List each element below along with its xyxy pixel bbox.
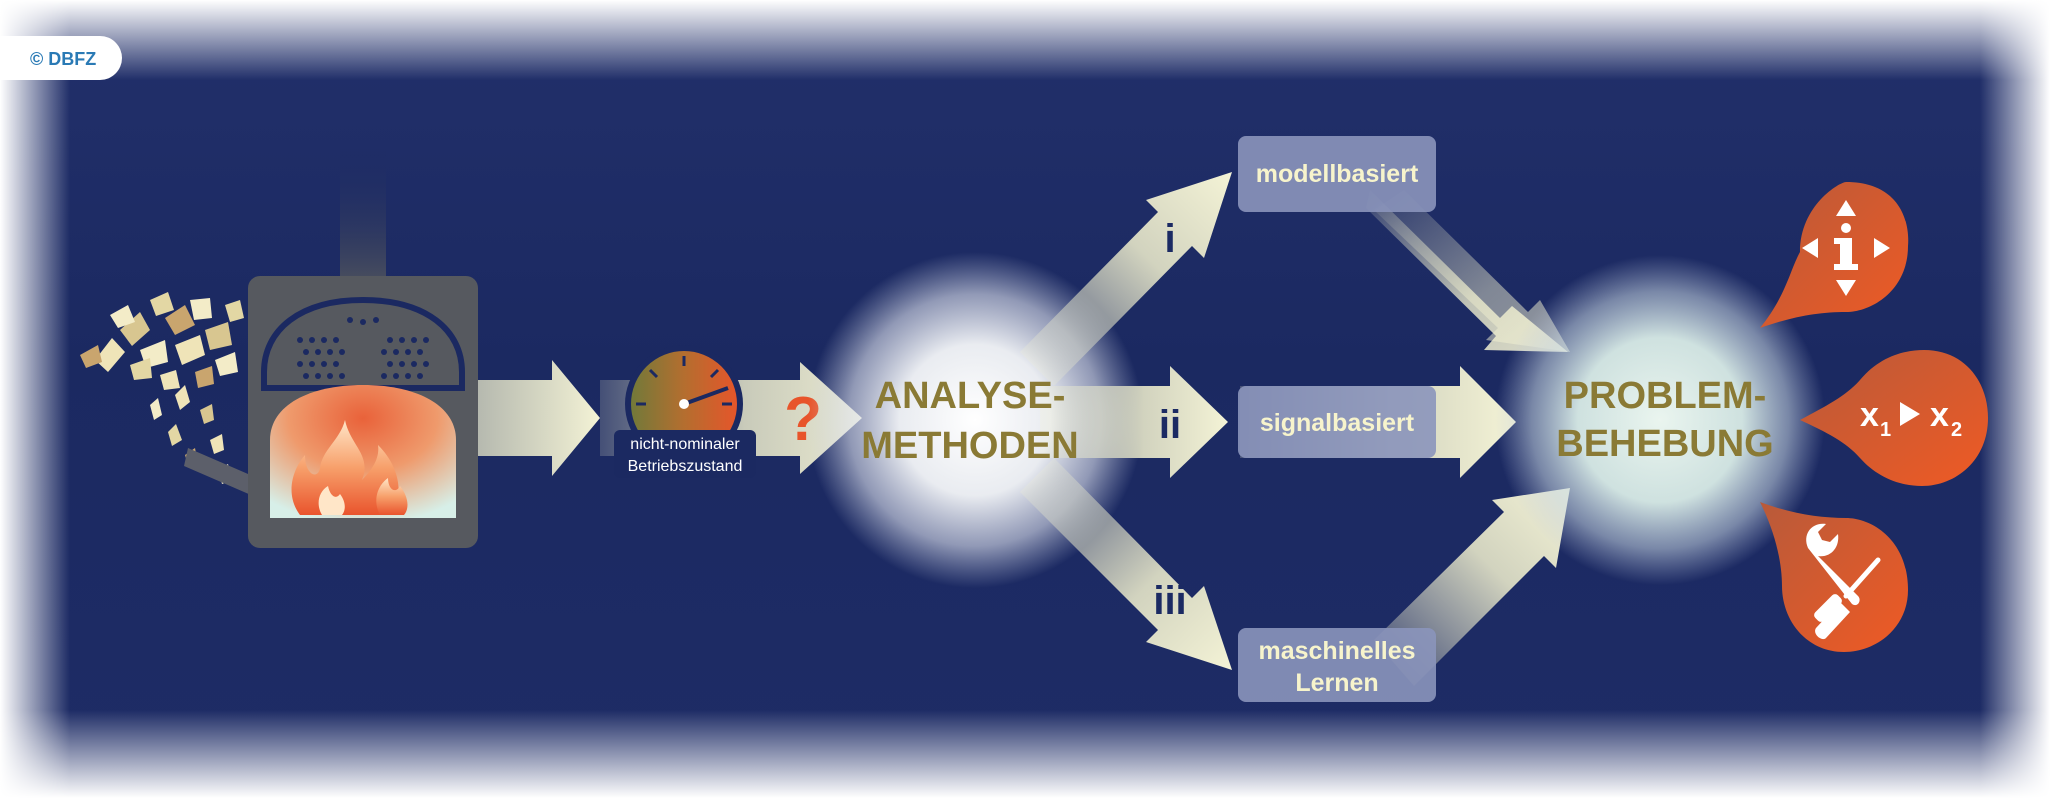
branch-numeral-iii: iii [1153, 579, 1186, 623]
copyright-tab: © DBFZ [0, 36, 122, 80]
chimney [340, 148, 386, 283]
method-box-machine-learning: maschinelles Lernen [1238, 628, 1436, 702]
outcome-parameter-change: x 1 x 2 [1800, 350, 1988, 486]
vignette-left [0, 0, 70, 798]
gauge-needle [683, 386, 729, 406]
vignette-bottom [0, 710, 2050, 798]
method-label-ml-line1: maschinelles [1258, 637, 1415, 665]
feed-chute [184, 448, 262, 498]
state-label-line1: nicht-nominaler [630, 436, 740, 453]
param-to-subscript: 2 [1951, 419, 1962, 441]
wrench-screwdriver-icon [1806, 523, 1881, 640]
state-label-box [614, 430, 756, 478]
info-with-direction-arrows-icon [1802, 200, 1890, 296]
analysis-label-line1: ANALYSE- [875, 375, 1066, 417]
solution-label-line1: PROBLEM- [1564, 375, 1767, 417]
branch-arrow-i [1020, 172, 1232, 386]
param-change-arrow-icon [1900, 402, 1920, 426]
branch-numeral-ii: ii [1159, 403, 1181, 447]
analysis-label-line2: METHODEN [861, 425, 1078, 467]
flame-small-icon [376, 478, 408, 515]
vignette-right [1980, 0, 2050, 798]
branch-arrow-ii [1040, 366, 1228, 478]
method-label-model-based: modellbasiert [1256, 160, 1419, 188]
outcome-info [1760, 182, 1909, 328]
solution-label-line2: BEHEBUNG [1556, 423, 1773, 465]
param-from-symbol: x [1860, 396, 1879, 434]
air-vents [297, 317, 429, 379]
method-box-model-based: modellbasiert [1238, 136, 1436, 212]
copyright-label: © DBFZ [30, 49, 96, 69]
method-box-signal-based: signalbasiert [1238, 386, 1436, 458]
outcome-tools [1760, 502, 1908, 652]
furnace-hood [261, 296, 465, 391]
param-to-symbol: x [1930, 396, 1949, 434]
flame-icon [291, 420, 399, 515]
branch-numeral-i: i [1164, 217, 1175, 261]
vignette-top [0, 0, 2050, 80]
furnace-icon [248, 148, 478, 548]
branch-arrow-iii [1020, 458, 1232, 670]
flame-core-icon [318, 486, 345, 515]
method-label-signal-based: signalbasiert [1260, 409, 1415, 437]
method-label-ml-line2: Lernen [1295, 669, 1378, 697]
param-from-subscript: 1 [1880, 419, 1891, 441]
state-label-line2: Betriebszustand [628, 458, 743, 475]
arrow-furnace-to-state [478, 360, 600, 476]
merge-arrow-i-shadow [1374, 190, 1570, 352]
wood-chips-icon [80, 292, 244, 484]
solution-glow [1495, 255, 1825, 585]
